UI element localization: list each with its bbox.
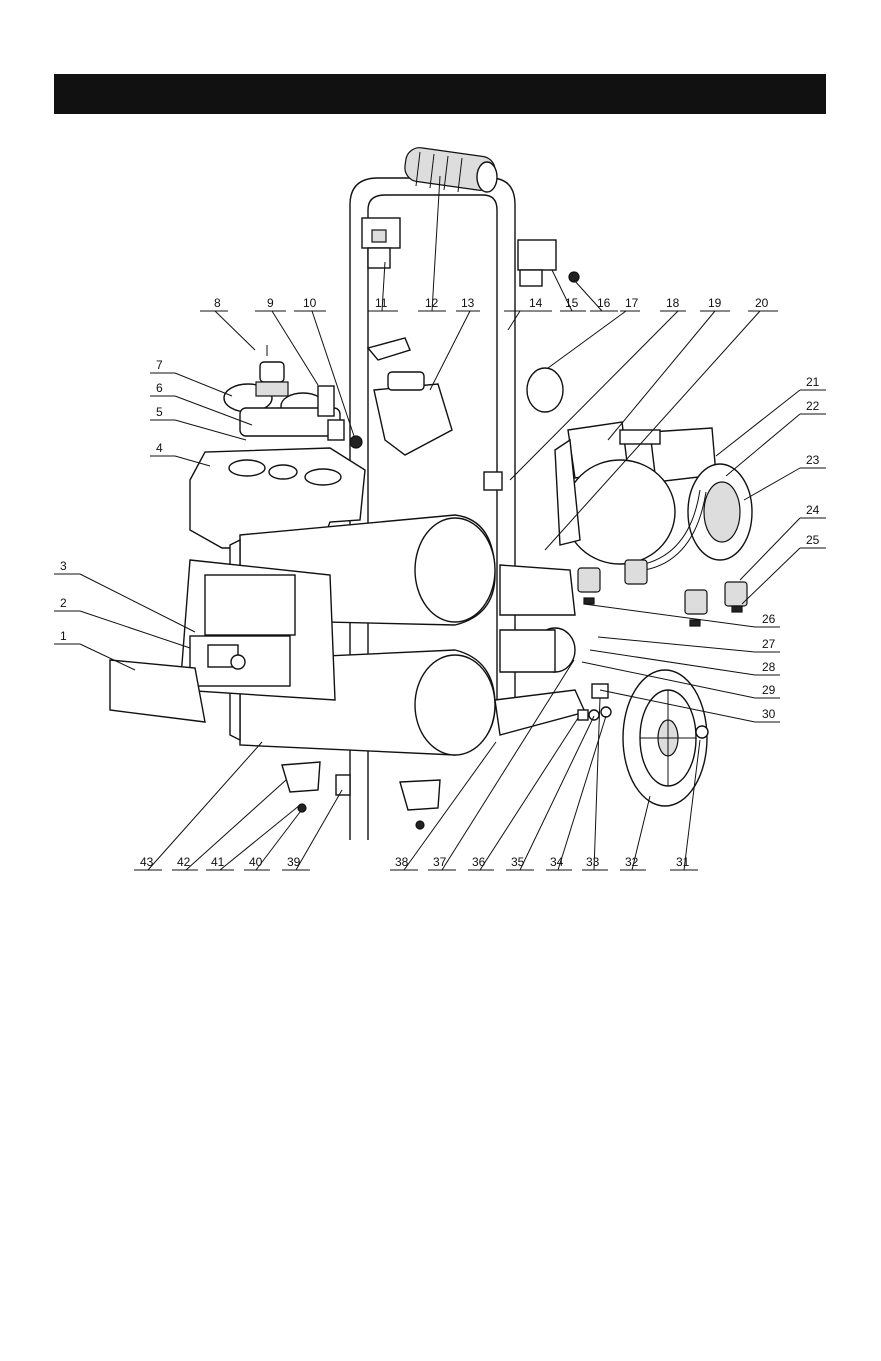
- callout-15: 15: [565, 297, 578, 309]
- wheel: [578, 670, 708, 806]
- callout-16: 16: [597, 297, 610, 309]
- callout-23: 23: [806, 454, 819, 466]
- callout-37: 37: [433, 856, 446, 868]
- callout-6: 6: [156, 382, 163, 394]
- callout-22: 22: [806, 400, 819, 412]
- callout-39: 39: [287, 856, 300, 868]
- callout-7: 7: [156, 359, 163, 371]
- callout-18: 18: [666, 297, 679, 309]
- callout-33: 33: [586, 856, 599, 868]
- callout-8: 8: [214, 297, 221, 309]
- callout-25: 25: [806, 534, 819, 546]
- callout-27: 27: [762, 638, 775, 650]
- callout-26: 26: [762, 613, 775, 625]
- callout-20: 20: [755, 297, 768, 309]
- callout-13: 13: [461, 297, 474, 309]
- callout-24: 24: [806, 504, 819, 516]
- callout-38: 38: [395, 856, 408, 868]
- gauge-manifold: [224, 345, 362, 448]
- callout-17: 17: [625, 297, 638, 309]
- callout-30: 30: [762, 708, 775, 720]
- callout-10: 10: [303, 297, 316, 309]
- callout-31: 31: [676, 856, 689, 868]
- callout-28: 28: [762, 661, 775, 673]
- callout-42: 42: [177, 856, 190, 868]
- callout-5: 5: [156, 406, 163, 418]
- callout-32: 32: [625, 856, 638, 868]
- isolators: [578, 560, 747, 626]
- callout-19: 19: [708, 297, 721, 309]
- callout-3: 3: [60, 560, 67, 572]
- callout-2: 2: [60, 597, 67, 609]
- front-panel: [110, 560, 335, 722]
- callout-11: 11: [375, 297, 387, 309]
- callout-41: 41: [211, 856, 224, 868]
- callout-21: 21: [806, 376, 819, 388]
- callout-12: 12: [425, 297, 438, 309]
- callout-1: 1: [60, 630, 67, 642]
- callout-34: 34: [550, 856, 563, 868]
- callout-43: 43: [140, 856, 153, 868]
- callout-4: 4: [156, 442, 163, 454]
- callout-36: 36: [472, 856, 485, 868]
- callout-9: 9: [267, 297, 274, 309]
- callout-29: 29: [762, 684, 775, 696]
- base-frame: [495, 565, 585, 735]
- callout-35: 35: [511, 856, 524, 868]
- callout-40: 40: [249, 856, 262, 868]
- callout-14: 14: [529, 297, 542, 309]
